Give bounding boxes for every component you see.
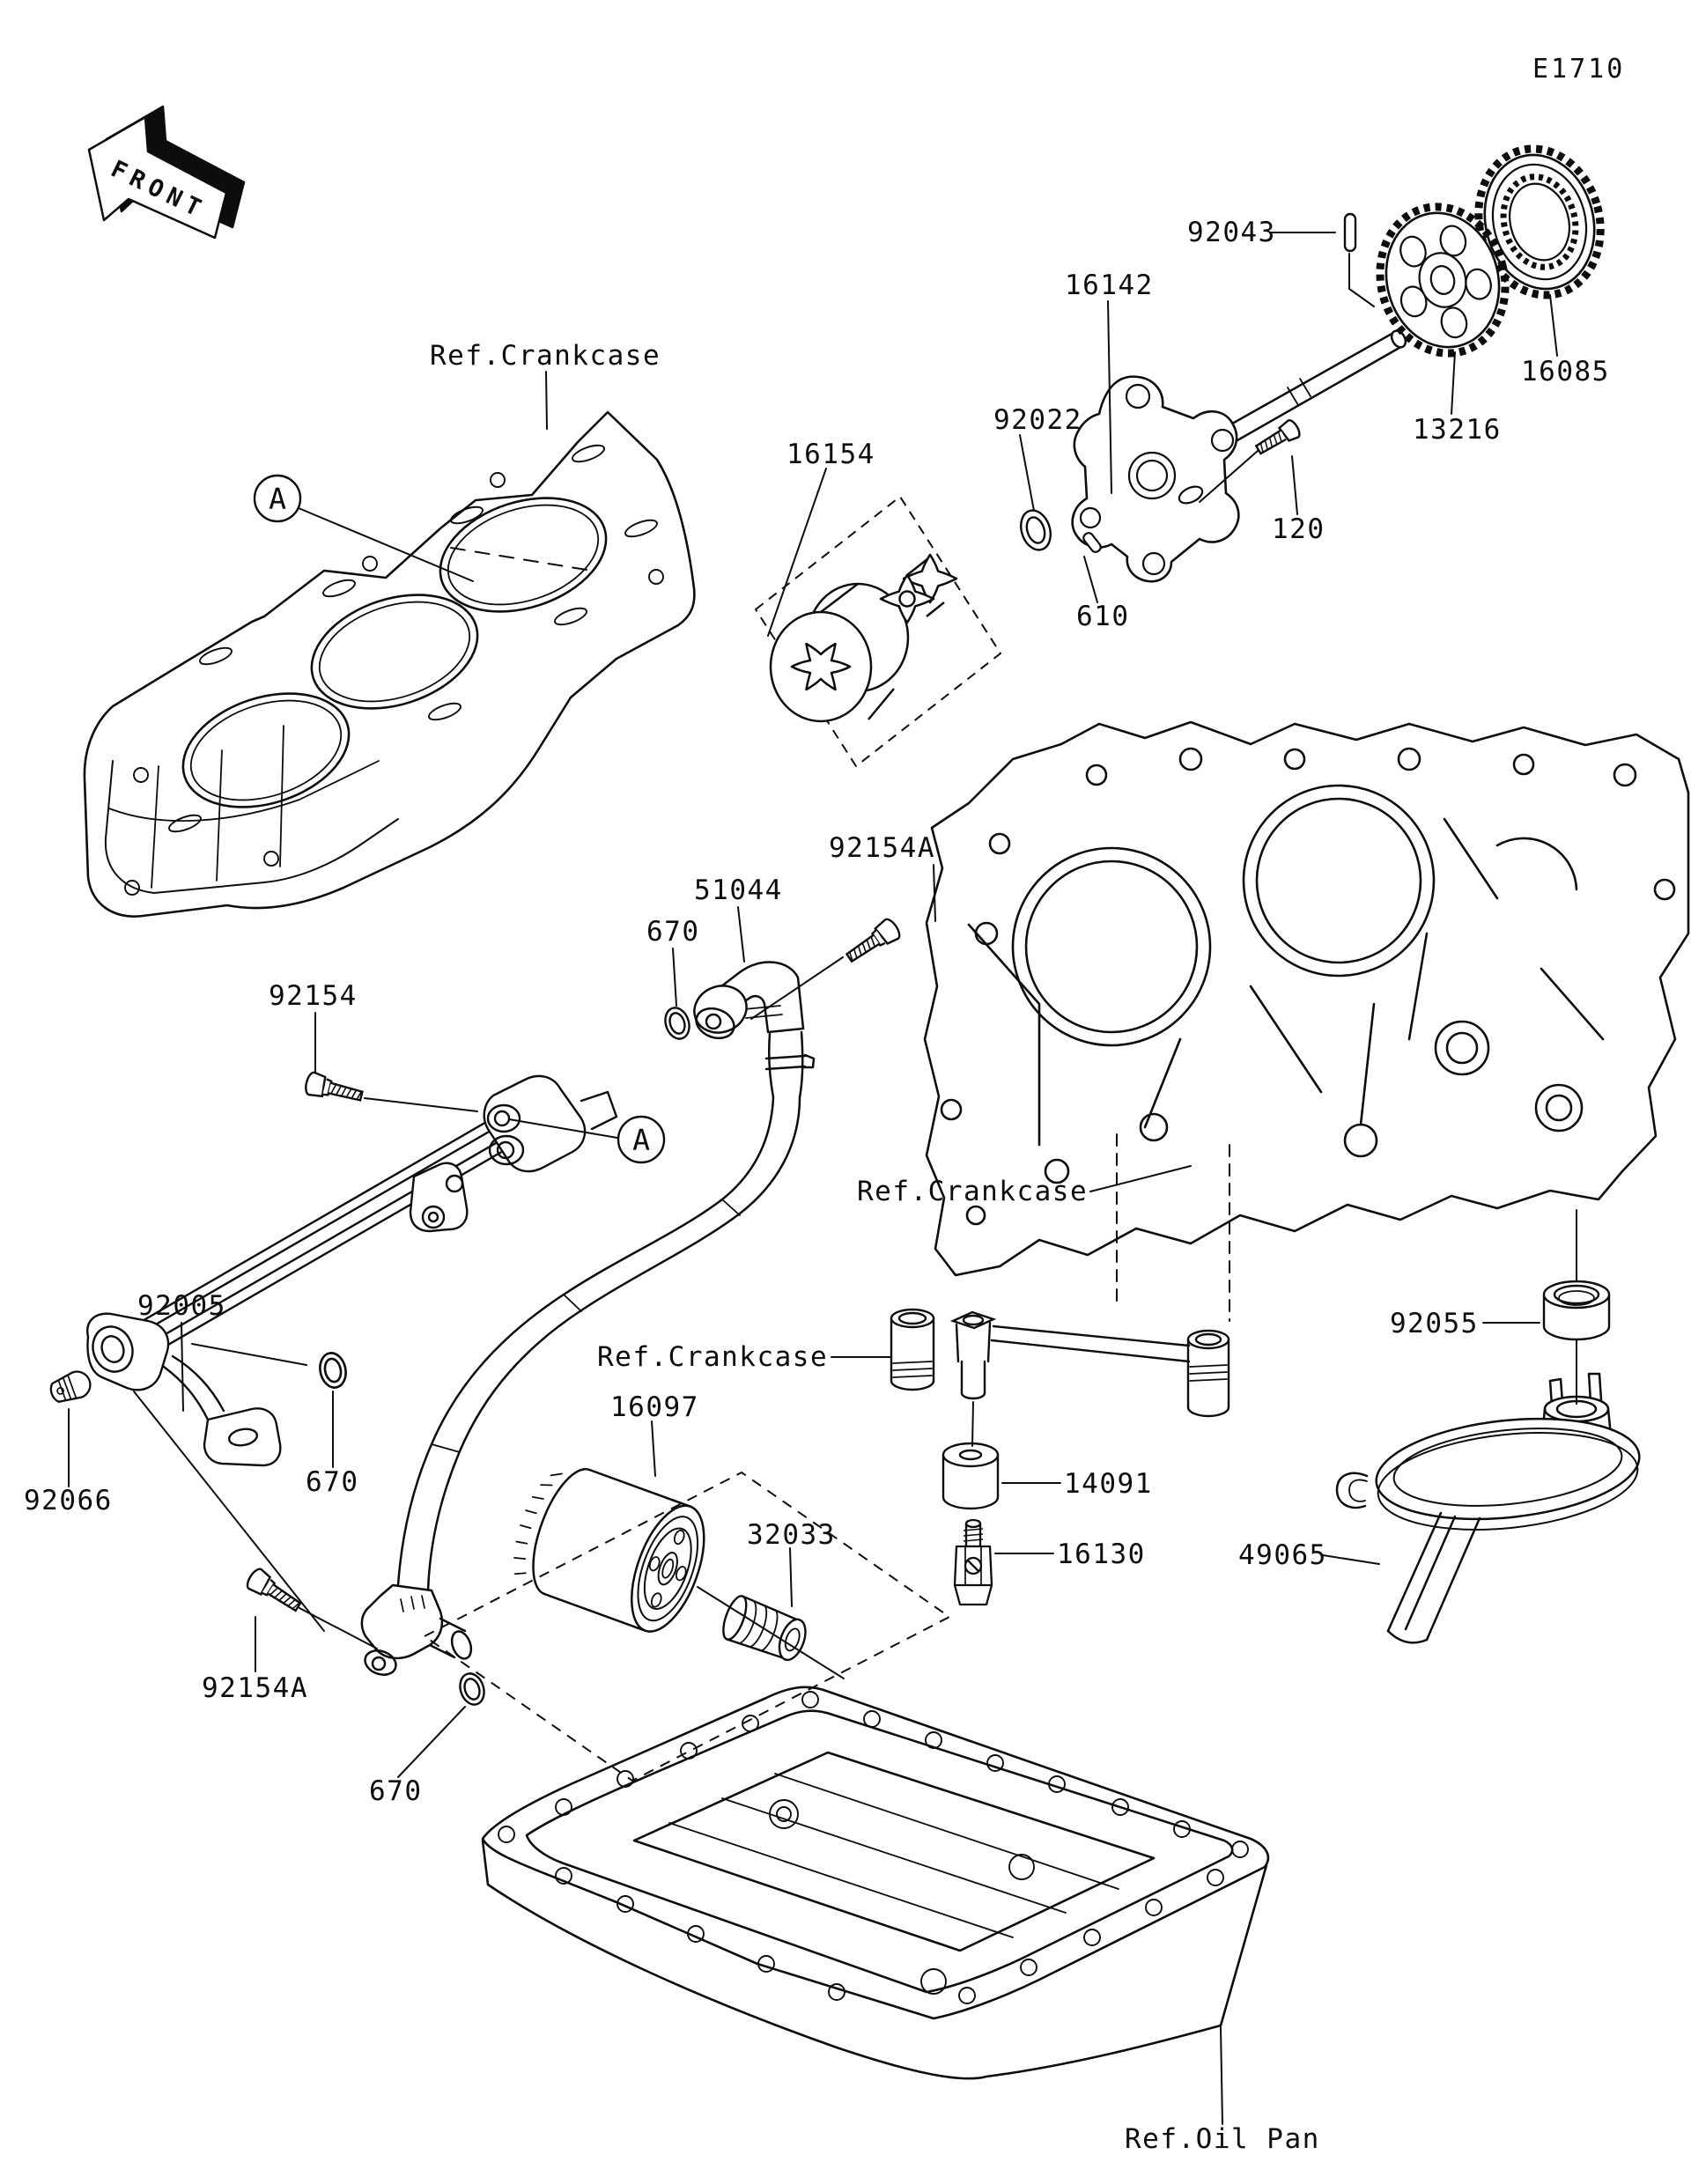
collar-14091 bbox=[941, 1442, 1000, 1510]
callout-16154: 16154 bbox=[786, 439, 875, 470]
bolt-120 bbox=[1252, 417, 1303, 460]
pump-sprocket-13216 bbox=[1376, 203, 1510, 358]
bolt-92154 bbox=[302, 1070, 366, 1109]
callout-92022: 92022 bbox=[993, 404, 1082, 436]
callout-13216: 13216 bbox=[1413, 414, 1502, 446]
callout-92154a-1: 92154A bbox=[829, 832, 935, 864]
valve-16130 bbox=[953, 1518, 993, 1606]
callout-670-3: 670 bbox=[369, 1775, 423, 1807]
oil-pipe-assembly-92005 bbox=[86, 1074, 618, 1467]
callout-670-1: 670 bbox=[646, 916, 700, 948]
detail-marker-a-pipe: A bbox=[617, 1115, 666, 1164]
oil-strainer-49065 bbox=[1335, 1372, 1641, 1644]
page-code: E1710 bbox=[1532, 54, 1625, 85]
callout-51044: 51044 bbox=[694, 874, 783, 906]
oil-pipe-elbow-51044 bbox=[360, 961, 816, 1676]
callout-92066: 92066 bbox=[24, 1485, 113, 1516]
leader-lines bbox=[68, 232, 1577, 2125]
pin-610 bbox=[1082, 532, 1102, 553]
callout-16142: 16142 bbox=[1065, 269, 1154, 301]
oil-distribution-pipe bbox=[890, 1308, 1230, 1418]
callout-92055: 92055 bbox=[1390, 1308, 1479, 1339]
oil-pump-rotor-set-16154 bbox=[755, 496, 1001, 767]
detail-marker-a-pipe-label: A bbox=[632, 1123, 650, 1157]
callout-16130: 16130 bbox=[1057, 1538, 1146, 1570]
callout-16097: 16097 bbox=[610, 1391, 699, 1423]
ref-oil-pan-label: Ref.Oil Pan bbox=[1125, 2123, 1320, 2155]
callout-49065: 49065 bbox=[1238, 1539, 1327, 1571]
ref-crankcase-label-1: Ref.Crankcase bbox=[430, 340, 661, 372]
callout-610: 610 bbox=[1076, 601, 1130, 632]
plug-92066 bbox=[49, 1370, 92, 1404]
callout-120: 120 bbox=[1272, 513, 1325, 545]
callout-670-2: 670 bbox=[306, 1466, 359, 1498]
front-arrow: FRONT bbox=[87, 105, 246, 240]
oil-filter-16097 bbox=[513, 1468, 705, 1633]
ref-crankcase-label-3: Ref.Crankcase bbox=[597, 1341, 828, 1373]
bolt-92154a-elbow bbox=[841, 915, 904, 969]
cylinder-head-gasket bbox=[83, 410, 696, 918]
callout-92043: 92043 bbox=[1187, 217, 1276, 248]
callout-32033: 32033 bbox=[747, 1519, 836, 1551]
oil-pump-body-16142 bbox=[1071, 375, 1240, 583]
grommet-92055 bbox=[1542, 1280, 1611, 1341]
ref-crankcase-label-2: Ref.Crankcase bbox=[857, 1176, 1088, 1207]
crankcase bbox=[923, 720, 1690, 1322]
detail-marker-a-gasket: A bbox=[253, 474, 302, 523]
callout-14091: 14091 bbox=[1064, 1468, 1153, 1500]
filter-fitting-32033 bbox=[722, 1595, 807, 1662]
pin-92043 bbox=[1343, 212, 1357, 253]
washer-92022 bbox=[1020, 509, 1052, 551]
oil-pan bbox=[481, 1686, 1270, 2080]
bolt-92154a-hose bbox=[243, 1565, 306, 1618]
callout-92154: 92154 bbox=[269, 980, 358, 1012]
detail-marker-a-gasket-label: A bbox=[269, 482, 286, 516]
oil-pump-gear-16085 bbox=[1474, 144, 1605, 299]
oring-670-elbow bbox=[660, 1003, 695, 1044]
callout-92154a-2: 92154A bbox=[202, 1672, 308, 1704]
callout-16085: 16085 bbox=[1521, 356, 1610, 387]
oring-670-crankcase bbox=[315, 1349, 351, 1391]
callout-92005: 92005 bbox=[137, 1290, 226, 1322]
